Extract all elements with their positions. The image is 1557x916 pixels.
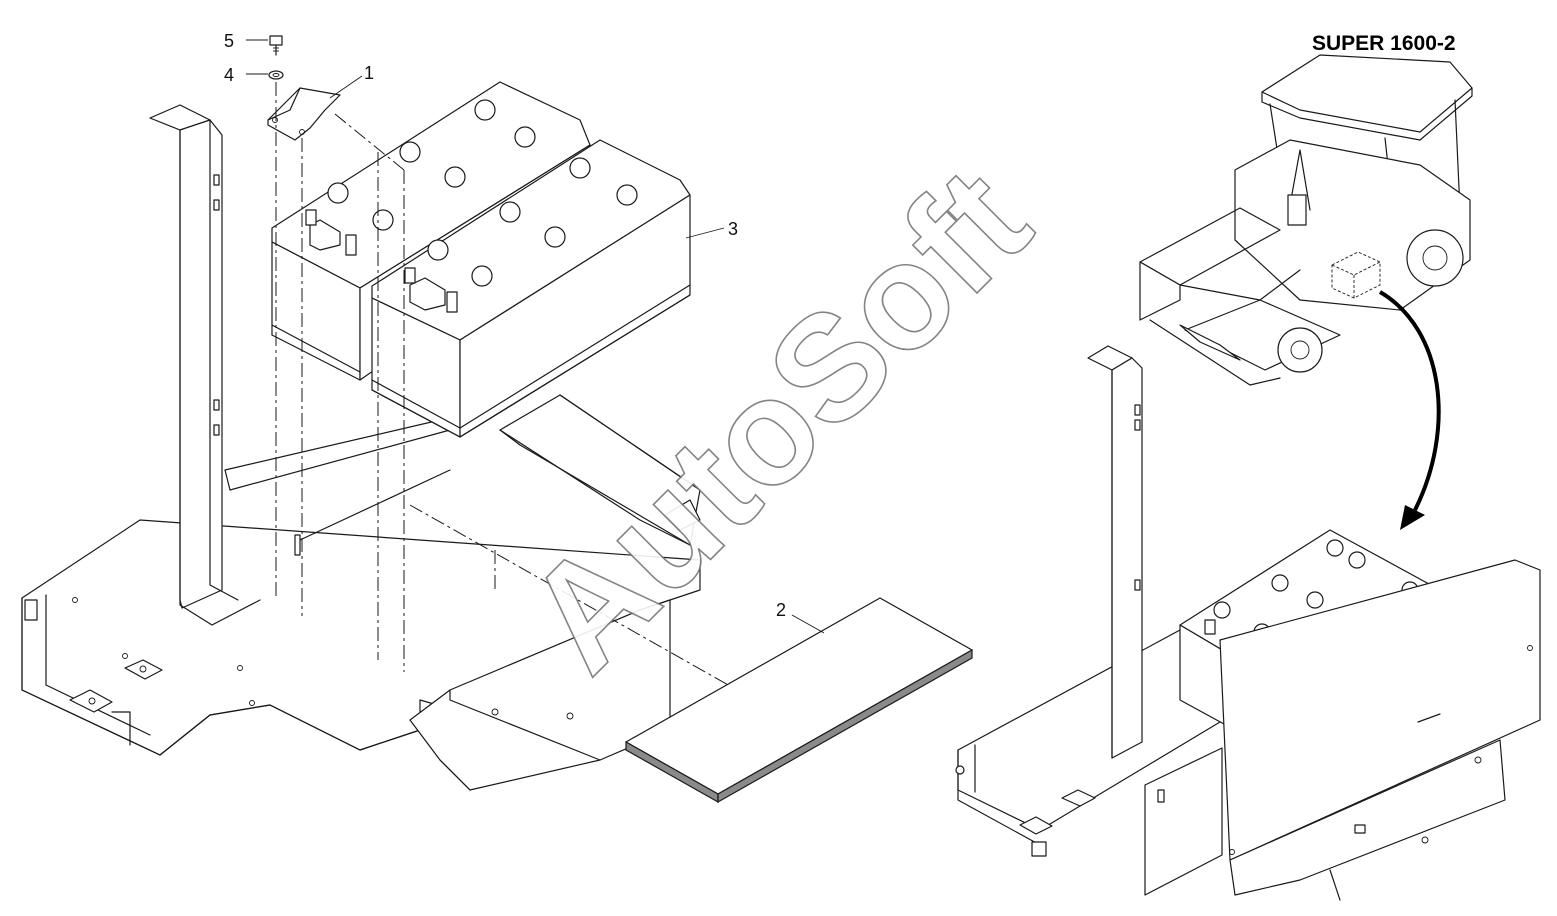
installed-assembly-view [955,345,1541,901]
callout-5: 5 [224,31,234,51]
battery-front [371,139,691,438]
assembly-centerlines [275,82,731,687]
location-arrow [1378,290,1441,530]
callout-4: 4 [224,65,234,85]
callout-leaders [246,39,825,634]
vertical-support-post [149,104,261,626]
model-title: SUPER 1600-2 [1312,32,1456,55]
clamp-bracket [267,87,341,141]
battery-pad [625,597,973,804]
callout-1: 1 [364,63,374,83]
washer [268,70,284,80]
callout-2: 2 [776,600,786,620]
callout-3: 3 [728,219,738,239]
paver-machine-illustration [1139,54,1473,386]
bolt [269,35,283,56]
